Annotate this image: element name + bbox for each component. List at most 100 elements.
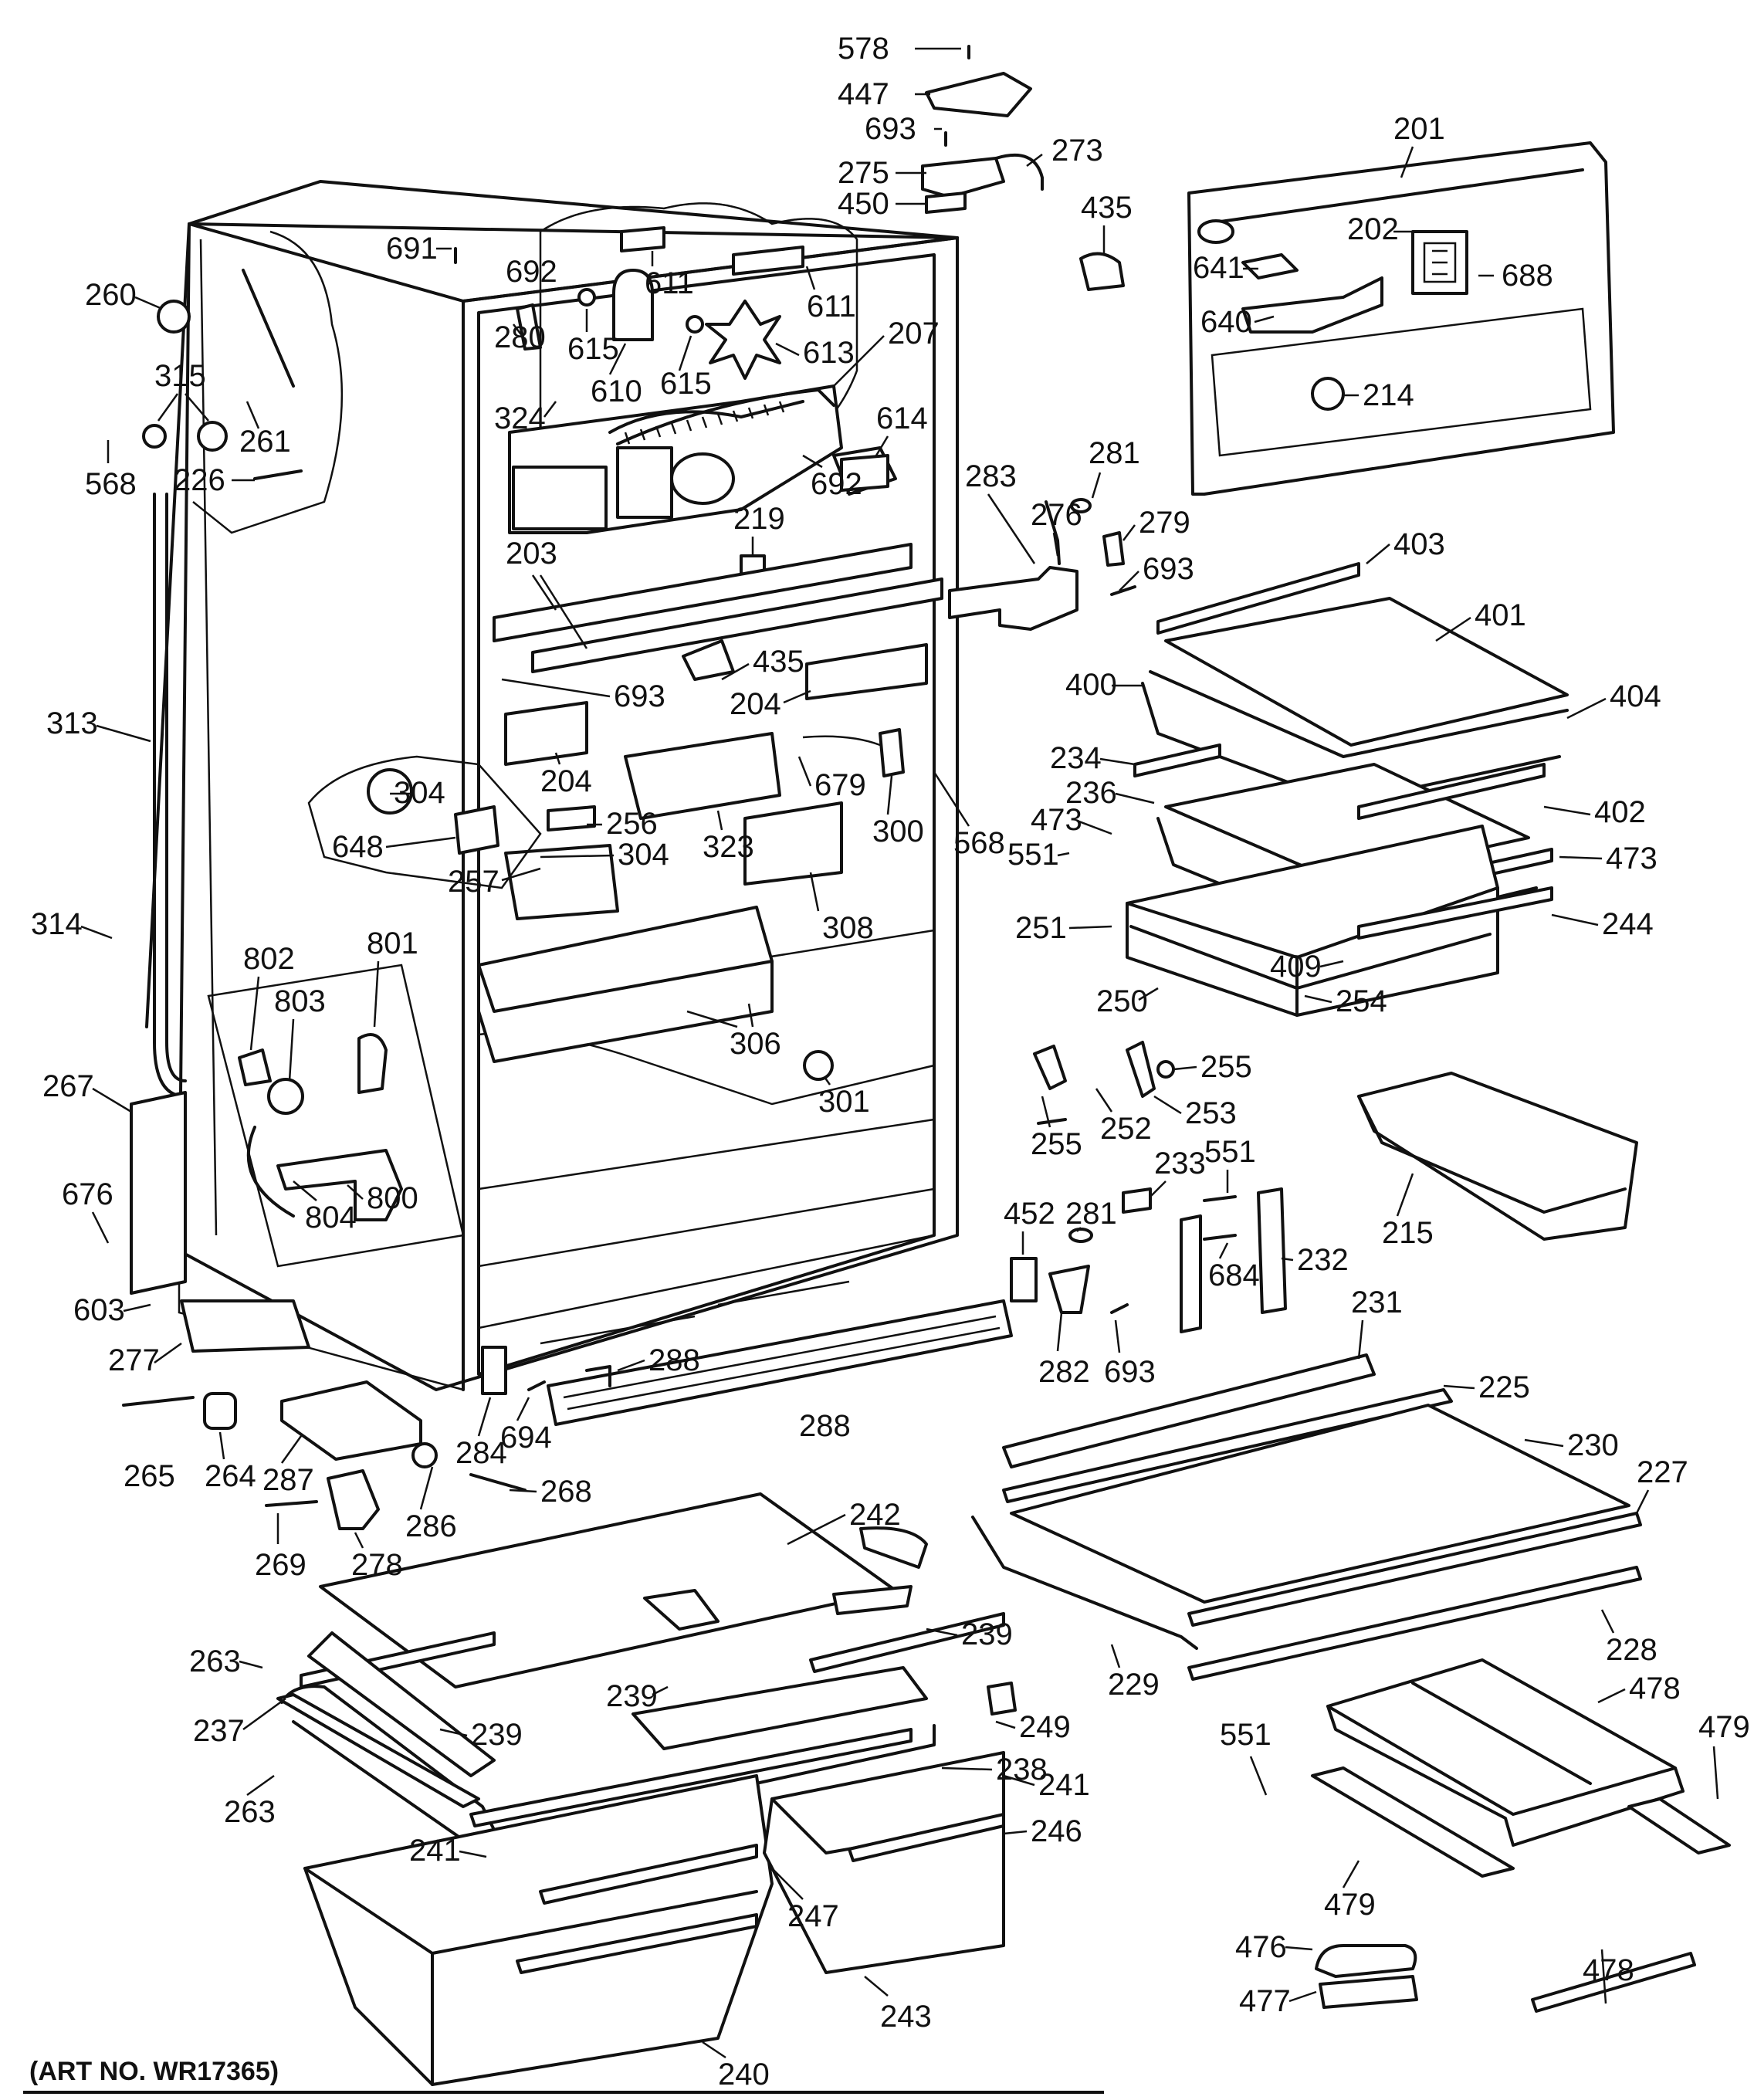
callout-label: 306 bbox=[730, 1027, 781, 1061]
callout-label: 204 bbox=[540, 764, 592, 798]
callout-label: 323 bbox=[703, 830, 754, 864]
drawer-478 bbox=[1311, 1658, 1731, 2013]
callout-label: 278 bbox=[351, 1548, 403, 1582]
callout-label: 693 bbox=[1143, 552, 1194, 586]
callout-label: 242 bbox=[849, 1498, 901, 1532]
grille-288 bbox=[547, 1299, 1013, 1426]
lower-shelf-230 bbox=[971, 1353, 1642, 1681]
callout-label: 551 bbox=[1220, 1718, 1271, 1752]
callout-label: 403 bbox=[1393, 527, 1445, 561]
callout-label: 255 bbox=[1031, 1127, 1082, 1161]
callout-label: 551 bbox=[1007, 838, 1059, 872]
callout-label: 568 bbox=[85, 467, 137, 501]
callout-label: 578 bbox=[838, 32, 889, 66]
callout-label: 284 bbox=[455, 1436, 507, 1470]
callout-label: 201 bbox=[1393, 112, 1445, 146]
callout-label: 615 bbox=[660, 367, 712, 401]
callout-label: 273 bbox=[1051, 134, 1103, 168]
tray-306 bbox=[477, 906, 834, 1081]
callout-label: 287 bbox=[262, 1463, 314, 1497]
callout-label: 611 bbox=[645, 266, 694, 300]
middle-hinge bbox=[948, 498, 1136, 631]
callout-label: 257 bbox=[448, 865, 499, 899]
callout-label: 800 bbox=[367, 1181, 418, 1215]
callout-label: 243 bbox=[880, 2000, 932, 2034]
callout-label: 614 bbox=[876, 401, 928, 435]
callout-label: 244 bbox=[1602, 907, 1654, 941]
callout-label: 473 bbox=[1606, 842, 1657, 876]
callout-label: 253 bbox=[1185, 1096, 1237, 1130]
callout-label: 251 bbox=[1015, 911, 1067, 945]
callout-label: 228 bbox=[1606, 1633, 1657, 1667]
callout-label: 239 bbox=[606, 1679, 658, 1713]
callout-label: 447 bbox=[838, 77, 889, 111]
callout-label: 648 bbox=[332, 830, 384, 864]
callout-label: 231 bbox=[1351, 1285, 1403, 1319]
callout-label: 233 bbox=[1154, 1147, 1206, 1180]
callout-label: 304 bbox=[618, 838, 669, 872]
callout-label: 613 bbox=[803, 336, 855, 370]
callout-label: 479 bbox=[1698, 1710, 1750, 1744]
footer-rule bbox=[23, 2091, 1104, 2094]
callout-label: 615 bbox=[567, 332, 619, 366]
callout-label: 400 bbox=[1065, 668, 1117, 702]
callout-label: 247 bbox=[787, 1899, 839, 1933]
callout-label: 286 bbox=[405, 1509, 457, 1543]
callout-label: 551 bbox=[1204, 1135, 1256, 1169]
callout-label: 301 bbox=[818, 1085, 870, 1119]
callout-label: 263 bbox=[224, 1795, 276, 1829]
callout-label: 239 bbox=[471, 1718, 523, 1752]
callout-label: 260 bbox=[85, 278, 137, 312]
callout-label: 693 bbox=[1104, 1355, 1156, 1389]
callout-labels: 578 447 693 275 273 450 201 435 691 692 … bbox=[31, 32, 1750, 2092]
defrost-parts bbox=[207, 964, 465, 1268]
callout-label: 402 bbox=[1594, 795, 1646, 829]
callout-label: 435 bbox=[1081, 191, 1133, 225]
callout-label: 268 bbox=[540, 1475, 592, 1509]
door-panel-201 bbox=[1187, 141, 1615, 496]
callout-label: 252 bbox=[1100, 1112, 1152, 1146]
callout-label: 214 bbox=[1363, 378, 1414, 412]
callout-label: 227 bbox=[1637, 1455, 1688, 1489]
callout-label: 802 bbox=[243, 942, 295, 976]
callout-label: 676 bbox=[62, 1177, 113, 1211]
callout-label: 277 bbox=[108, 1343, 160, 1377]
shelf-ladders bbox=[1122, 1072, 1638, 1333]
callout-label: 479 bbox=[1324, 1888, 1376, 1922]
art-number-caption: (ART NO. WR17365) bbox=[29, 2057, 279, 2086]
control-housing bbox=[504, 728, 905, 920]
callout-label: 204 bbox=[730, 687, 781, 721]
callout-label: 435 bbox=[753, 645, 804, 679]
callout-label: 692 bbox=[811, 467, 862, 501]
callout-label: 300 bbox=[872, 815, 924, 848]
callout-label: 478 bbox=[1583, 1953, 1634, 1987]
bracket-parts bbox=[1010, 1041, 1175, 1314]
bracket-204 bbox=[504, 639, 928, 766]
callout-label: 281 bbox=[1089, 436, 1140, 470]
callout-label: 611 bbox=[807, 290, 856, 323]
callout-label: 315 bbox=[154, 359, 206, 393]
hinge-parts bbox=[454, 45, 1125, 291]
callout-label: 473 bbox=[1031, 803, 1082, 837]
callout-label: 226 bbox=[174, 463, 225, 497]
callout-label: 261 bbox=[239, 425, 291, 459]
callout-label: 229 bbox=[1108, 1668, 1160, 1702]
callout-label: 246 bbox=[1031, 1814, 1082, 1848]
callout-label: 264 bbox=[205, 1459, 256, 1493]
callout-label: 288 bbox=[799, 1409, 851, 1443]
callout-label: 610 bbox=[591, 374, 642, 408]
callout-label: 283 bbox=[965, 459, 1017, 493]
callout-label: 234 bbox=[1050, 741, 1102, 775]
roller-assembly bbox=[265, 1346, 546, 1530]
callout-label: 255 bbox=[1200, 1050, 1252, 1084]
callout-label: 219 bbox=[733, 502, 785, 536]
callout-label: 450 bbox=[838, 187, 889, 221]
rail-203 bbox=[493, 543, 943, 673]
callout-label: 694 bbox=[500, 1421, 552, 1455]
callout-label: 641 bbox=[1193, 251, 1244, 285]
panel-267 bbox=[122, 1091, 310, 1430]
callout-label: 282 bbox=[1038, 1355, 1090, 1389]
callout-label: 265 bbox=[124, 1459, 175, 1493]
callout-label: 409 bbox=[1270, 950, 1322, 984]
